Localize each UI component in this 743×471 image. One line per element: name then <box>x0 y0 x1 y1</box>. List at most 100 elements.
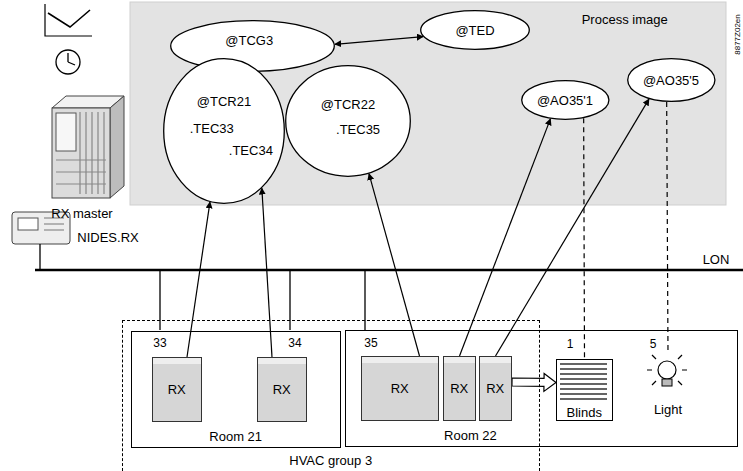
text-holder: Blinds <box>566 405 601 421</box>
bulb-glass <box>658 361 676 379</box>
cabinet-modules <box>80 112 104 194</box>
ellipse-shape <box>286 66 411 177</box>
text-holder: RX <box>391 381 409 397</box>
data-arrow <box>369 174 419 356</box>
bus-drop <box>289 270 290 330</box>
object-name: @TCG3 <box>225 34 273 49</box>
rx-controller: RX <box>361 356 439 421</box>
object-name: .TEC33 <box>190 122 234 137</box>
nides-screen <box>18 218 38 230</box>
clock-hands <box>68 53 75 65</box>
rx-controller: RX <box>152 357 202 422</box>
object-ellipse: @TCR22 .TEC35 <box>285 65 411 177</box>
nides-bus-drop <box>39 244 40 270</box>
address-number: 35 <box>364 337 377 351</box>
object-name: @TCR22 <box>321 98 375 113</box>
node-label: Blinds <box>566 406 601 421</box>
process-image-ground <box>130 2 726 205</box>
blinds-box: Blinds <box>556 359 613 421</box>
text-holder: @AO35'5 <box>643 73 699 89</box>
object-name: @AO35'5 <box>643 74 699 89</box>
label-holder: 34 <box>288 335 301 351</box>
bus-label: LON <box>703 253 730 268</box>
object-ellipse: @TCG3 <box>170 20 335 72</box>
object-ellipse: @TCR21 .TEC33 .TEC34 <box>163 58 285 204</box>
lon-bus <box>35 269 743 272</box>
object-ellipse: @TED <box>420 10 530 50</box>
text-holder: .TEC33 <box>190 121 234 137</box>
room-box: RX RX RX Blinds LightRoom 22 <box>345 330 738 447</box>
text-holder: @TCG3 <box>225 33 273 49</box>
text-holder: .TEC34 <box>229 143 273 159</box>
object-ellipse: @AO35'5 <box>627 58 716 102</box>
label-holder: 35 <box>364 335 377 351</box>
node-label: HVAC group 3 <box>289 454 372 469</box>
label-holder: 8877Z02en <box>727 15 742 55</box>
text-holder: HVAC group 3 <box>289 453 372 469</box>
text-holder: Process image <box>582 12 668 28</box>
object-name: .TEC34 <box>229 144 273 159</box>
node-label: RX <box>450 382 468 397</box>
assignment-line <box>667 102 668 353</box>
ellipse-shape <box>164 59 285 204</box>
ellipse-shape <box>627 59 714 102</box>
text-holder: @TED <box>455 23 494 39</box>
label-holder: 33 <box>153 335 166 351</box>
node-label: RX <box>486 382 504 397</box>
address-number: 34 <box>288 337 301 351</box>
bulb-rays <box>647 355 687 385</box>
drawing-code: 8877Z02en <box>732 15 741 55</box>
output-number: 5 <box>650 338 657 352</box>
node-label: RX <box>391 382 409 397</box>
hvac-group: RX RX Room 21 HVAC group 3 <box>122 320 540 471</box>
node-label: RX <box>168 383 186 398</box>
block-arrow <box>512 373 556 391</box>
rx-controller: RX <box>257 357 307 422</box>
node-label: Room 22 <box>444 429 497 444</box>
object-name: .TEC35 <box>336 123 380 138</box>
text-holder: RX <box>168 382 186 398</box>
bus-drop <box>159 270 160 330</box>
rx-module: RX <box>443 356 476 421</box>
trend-axes <box>45 4 92 36</box>
bulb-base <box>662 379 672 386</box>
ellipse-shape <box>171 21 335 72</box>
cabinet-front <box>52 108 110 198</box>
ellipse-outline <box>285 65 411 177</box>
cabinet-panel <box>56 113 76 151</box>
label-holder: 1 <box>567 336 574 352</box>
trend-curve <box>48 10 90 27</box>
clock-icon <box>56 50 80 74</box>
cabinet-rails <box>56 160 106 184</box>
text-holder: RX <box>273 382 291 398</box>
node-label: Room 21 <box>209 430 262 445</box>
text-holder: .TEC35 <box>336 122 380 138</box>
label-holder: LON <box>703 252 730 268</box>
cabinet-side <box>110 96 124 198</box>
data-arrow <box>187 202 210 357</box>
text-holder: @TCR21 <box>197 94 251 110</box>
light-box: Light <box>633 353 703 419</box>
rx-module: RX <box>479 356 512 421</box>
text-holder: @AO35'1 <box>537 93 593 109</box>
text-holder: Light <box>654 402 682 418</box>
address-number: 33 <box>153 337 166 351</box>
ellipse-shape <box>521 81 608 120</box>
data-arrow <box>335 37 423 45</box>
process-image-band: @TCG3@TED@TCR21.TEC33.TEC34@TCR22.TEC35@… <box>130 2 726 205</box>
text-holder: @TCR22 <box>321 97 375 113</box>
text-holder: RX <box>450 381 468 397</box>
bus-drop <box>364 270 365 330</box>
label-holder: 5 <box>650 336 657 352</box>
assignment-line <box>583 118 585 359</box>
node-label: RX <box>273 383 291 398</box>
label-holder: RX master <box>51 206 112 222</box>
text-holder: RX <box>486 381 504 397</box>
text-holder: Room 22 <box>444 428 497 444</box>
ellipse-shape <box>421 11 530 50</box>
node-label: Light <box>654 403 682 418</box>
object-name: @AO35'1 <box>537 94 593 109</box>
node-label: Process image <box>582 13 668 28</box>
object-name: @TED <box>455 24 494 39</box>
